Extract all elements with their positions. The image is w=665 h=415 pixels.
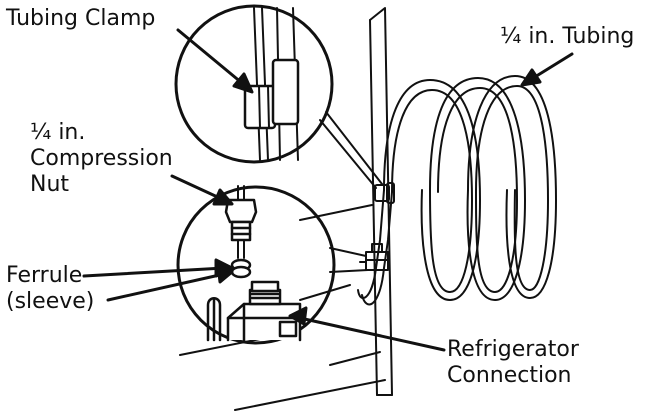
compression-nut-label-line3: Nut <box>30 172 70 197</box>
wall-refrigerator-connection <box>359 243 389 271</box>
compression-nut-label: ¼ in. Compression Nut <box>30 120 173 198</box>
refrigerator-connection-label: Refrigerator Connection <box>447 337 579 389</box>
compression-nut-label-line2: Compression <box>30 146 173 171</box>
callout-arrows <box>82 28 574 352</box>
clamp-detail-circle <box>174 4 383 189</box>
compression-nut-label-line1: ¼ in. <box>30 120 86 145</box>
tubing-label: ¼ in. Tubing <box>500 24 635 49</box>
ferrule-label-line2: (sleeve) <box>6 289 95 314</box>
nut-detail-circle <box>176 185 369 345</box>
wall-tubing-clamp <box>374 182 395 204</box>
refrigerator-connection-label-line1: Refrigerator <box>447 337 579 362</box>
refrigerator-wall <box>179 7 393 411</box>
refrigerator-connection-label-line2: Connection <box>447 363 572 388</box>
ferrule-label-line1: Ferrule <box>6 263 83 288</box>
tubing-clamp-label: Tubing Clamp <box>6 6 156 31</box>
coiled-tubing <box>357 75 557 306</box>
ferrule-label: Ferrule (sleeve) <box>6 263 94 315</box>
